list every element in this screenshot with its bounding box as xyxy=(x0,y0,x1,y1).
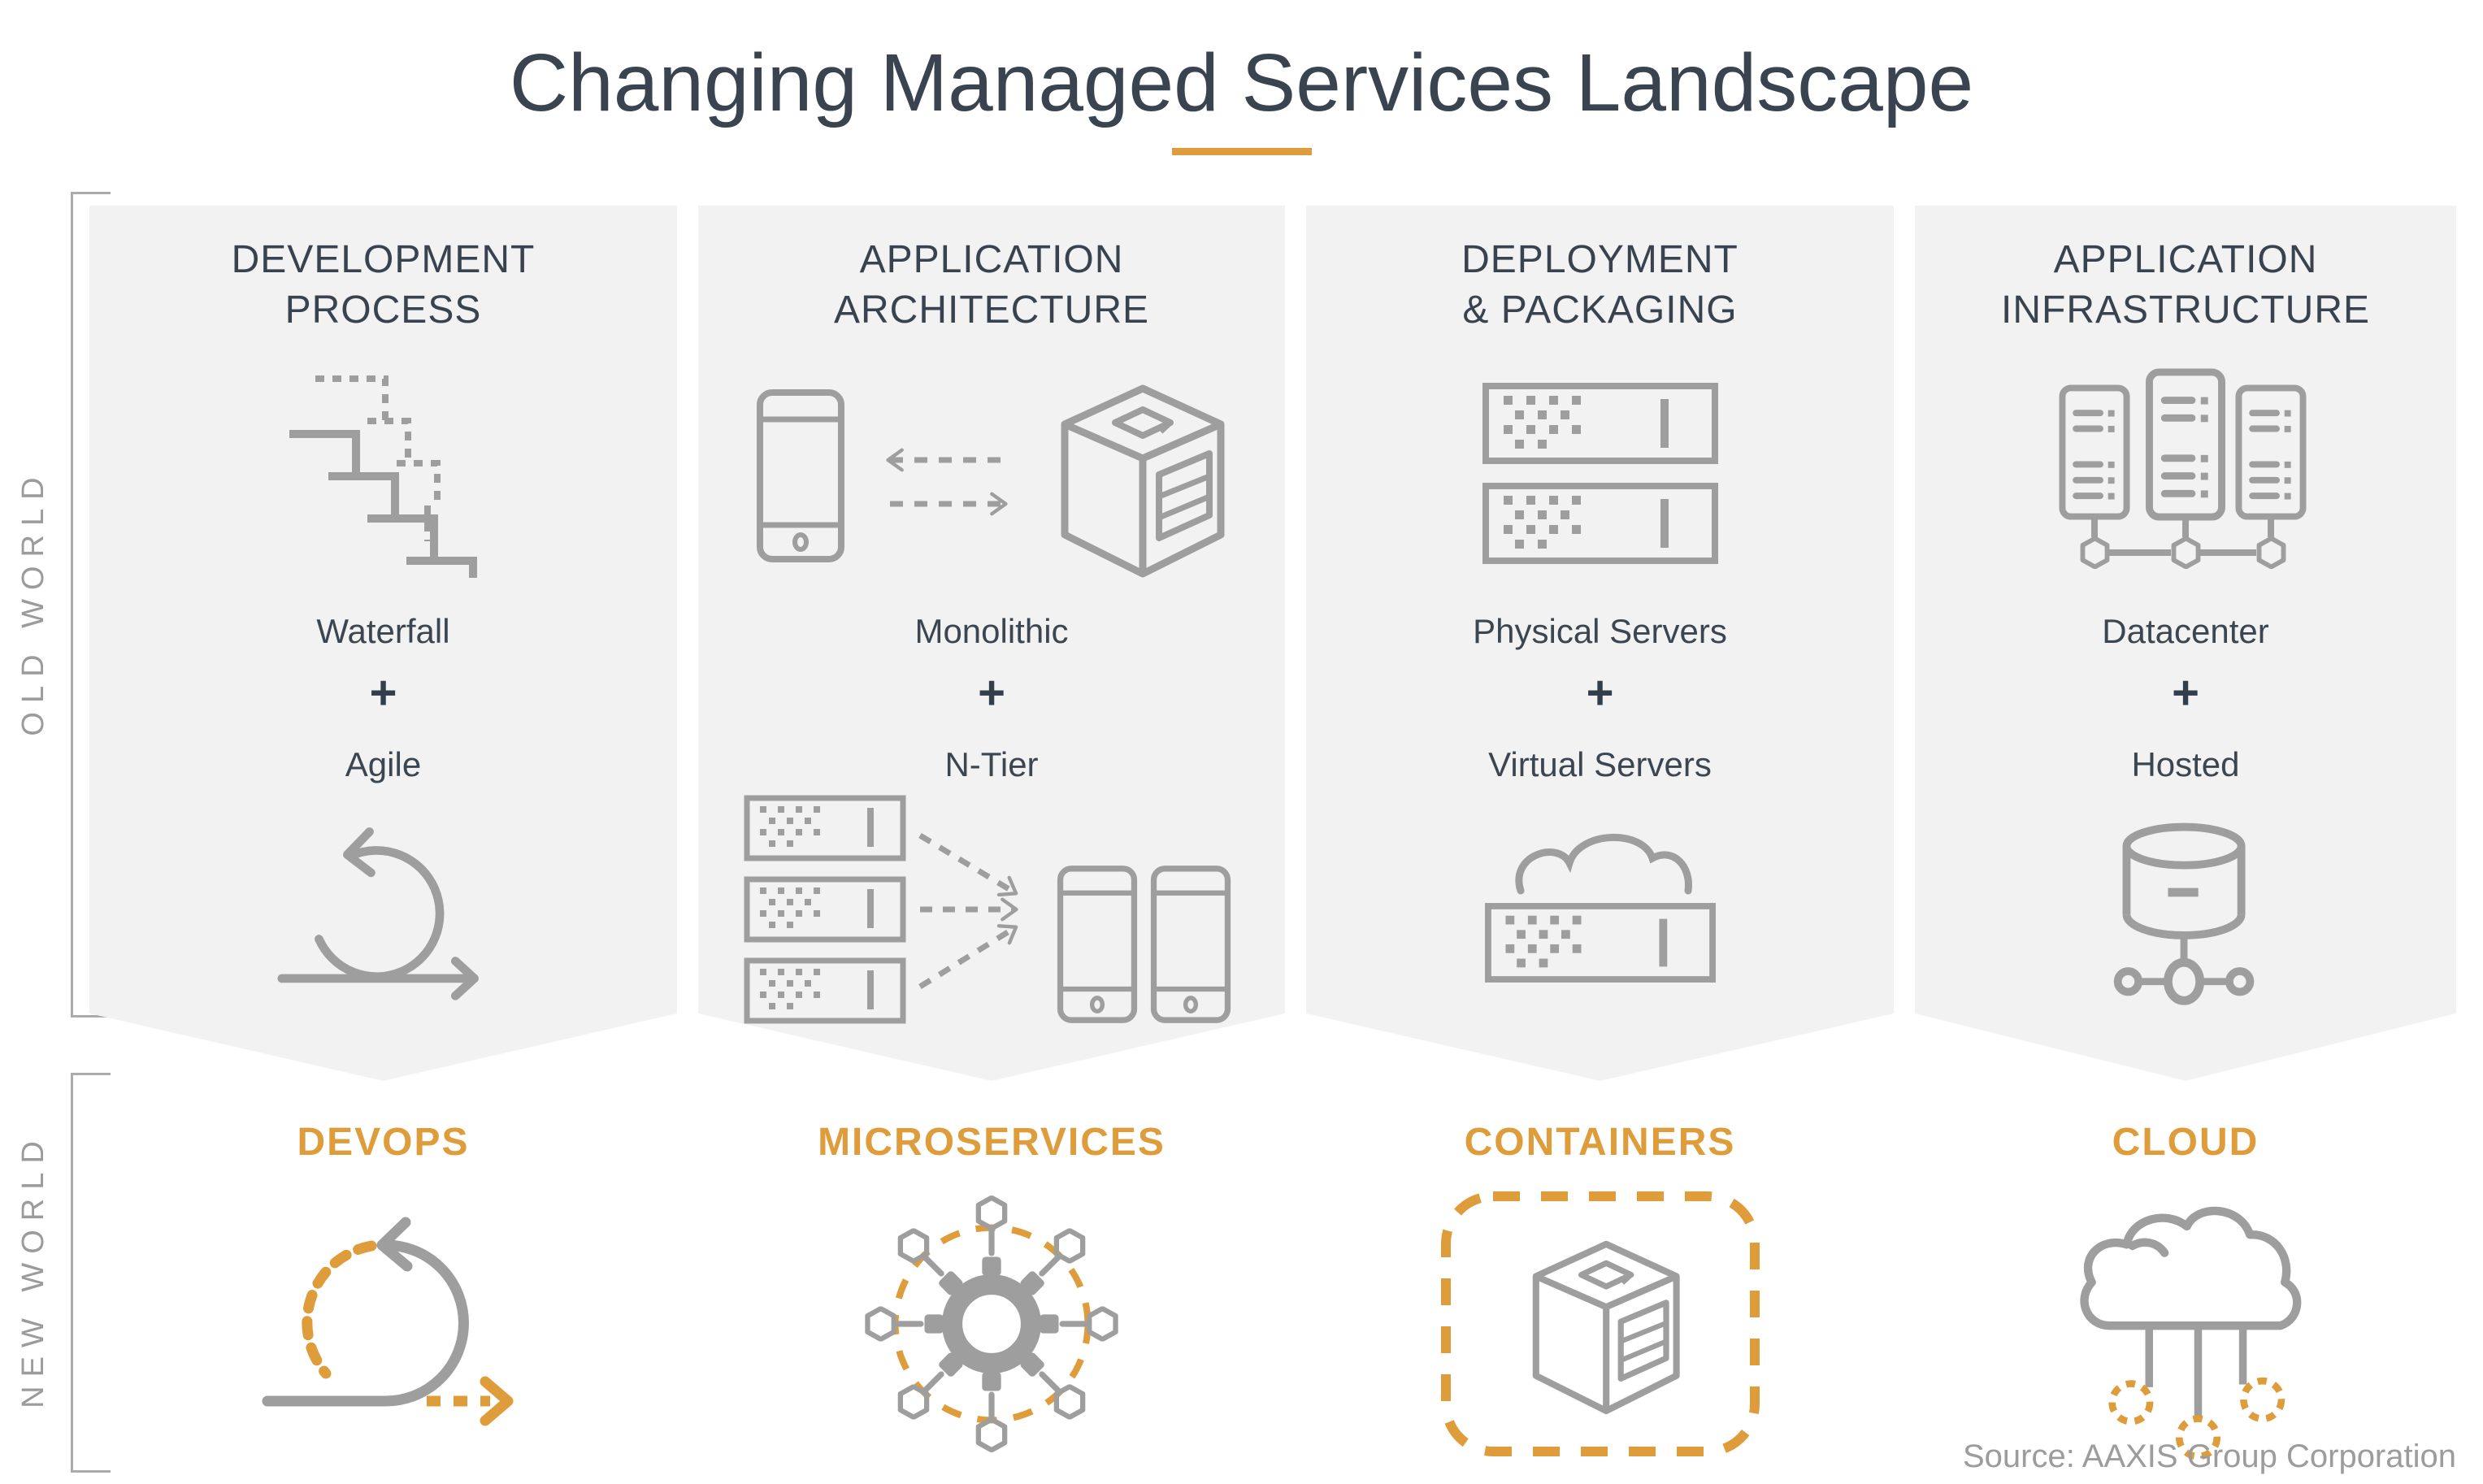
column-header: APPLICATION ARCHITECTURE xyxy=(698,235,1285,336)
column-header-line2: ARCHITECTURE xyxy=(833,289,1149,332)
datacenter-racks-icon xyxy=(1915,364,2456,584)
column-header-line2: & PACKAGING xyxy=(1462,289,1738,332)
old-item-label: Waterfall xyxy=(316,612,450,650)
phone-to-monolith-icon xyxy=(698,364,1285,584)
old-world-banner-deployment-packaging: DEPLOYMENT & PACKAGING Physical Servers … xyxy=(1306,206,1894,1081)
old-item-label: Datacenter xyxy=(2102,612,2269,650)
container-cube-icon xyxy=(1306,1186,1894,1462)
title-underline-rule xyxy=(1172,148,1312,155)
old-world-banner-application-infrastructure: APPLICATION INFRASTRUCTURE Datacenter + … xyxy=(1915,206,2456,1081)
page-title: Changing Managed Services Landscape xyxy=(509,37,1974,128)
column-header-line2: PROCESS xyxy=(284,289,482,332)
plus-sign: + xyxy=(978,666,1005,719)
old-item-label: Virtual Servers xyxy=(1488,745,1712,783)
old-world-bracket xyxy=(71,192,111,1018)
new-world-block-cloud: CLOUD xyxy=(1915,1120,2456,1462)
waterfall-steps-icon xyxy=(89,364,677,584)
column-header: APPLICATION INFRASTRUCTURE xyxy=(1915,235,2456,336)
plus-sign: + xyxy=(2172,666,2199,719)
column-header-line1: APPLICATION xyxy=(859,238,1124,281)
column-header-line2: INFRASTRUCTURE xyxy=(2001,289,2370,332)
agile-loop-icon xyxy=(89,809,677,1013)
column-header-line1: DEPLOYMENT xyxy=(1461,238,1739,281)
devops-loop-icon xyxy=(89,1186,677,1462)
column-header: DEPLOYMENT & PACKAGING xyxy=(1306,235,1894,336)
new-world-block-containers: CONTAINERS xyxy=(1306,1120,1894,1462)
old-item-label: Hosted xyxy=(2131,745,2240,783)
source-attribution: Source: AAXIS Group Corporation xyxy=(1963,1438,2456,1474)
old-world-banner-development-process: DEVELOPMENT PROCESS Waterfall + Agile xyxy=(89,206,677,1081)
cloud-network-icon xyxy=(1915,1186,2456,1462)
ntier-servers-to-phones-icon xyxy=(698,809,1285,1013)
virtual-server-cloud-icon xyxy=(1306,809,1894,1013)
new-world-category-label: CONTAINERS xyxy=(1464,1121,1736,1164)
new-world-bracket xyxy=(71,1073,111,1473)
new-world-block-microservices: MICROSERVICES xyxy=(698,1120,1285,1462)
new-world-category-label: DEVOPS xyxy=(297,1121,470,1164)
old-item-label: N-Tier xyxy=(944,745,1039,783)
old-item-label: Physical Servers xyxy=(1473,612,1727,650)
old-world-label: OLD WORLD xyxy=(16,468,50,736)
new-world-category-label: CLOUD xyxy=(2112,1121,2259,1164)
column-header-line1: APPLICATION xyxy=(2053,238,2318,281)
new-world-category-label: MICROSERVICES xyxy=(818,1121,1166,1164)
old-item-label: Monolithic xyxy=(914,612,1069,650)
plus-sign: + xyxy=(1586,666,1614,719)
new-world-block-devops: DEVOPS xyxy=(89,1120,677,1462)
old-item-label: Agile xyxy=(345,745,422,783)
old-world-banner-application-architecture: APPLICATION ARCHITECTURE Monolithic + N-… xyxy=(698,206,1285,1081)
new-world-label: NEW WORLD xyxy=(16,1132,50,1408)
column-header: DEVELOPMENT PROCESS xyxy=(89,235,677,336)
hosted-database-icon xyxy=(1915,809,2456,1013)
column-header-line1: DEVELOPMENT xyxy=(231,238,536,281)
microservices-gear-icon xyxy=(698,1186,1285,1462)
physical-servers-icon xyxy=(1306,364,1894,584)
plus-sign: + xyxy=(369,666,397,719)
